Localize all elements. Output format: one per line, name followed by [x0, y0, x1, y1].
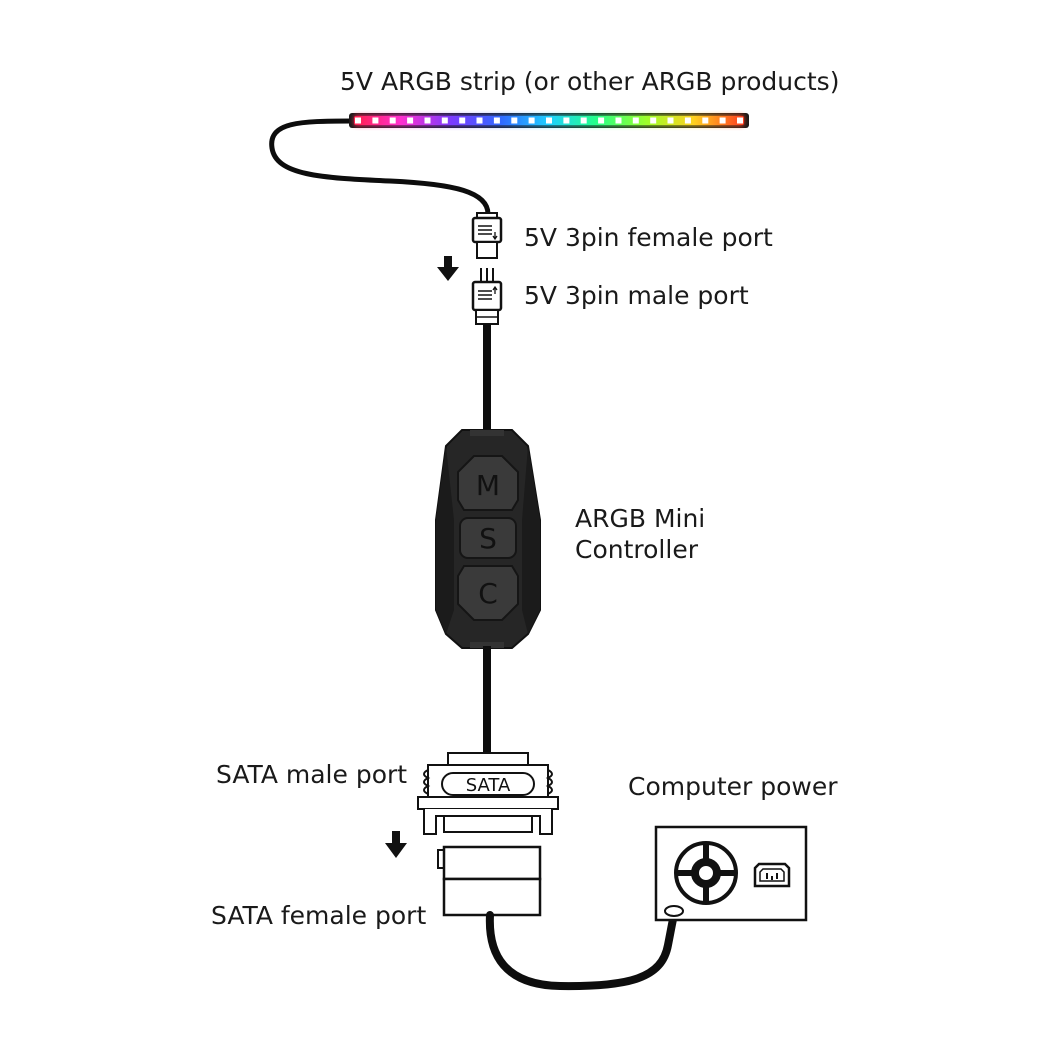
computer-power-supply	[654, 825, 808, 922]
led-chip	[355, 117, 361, 124]
cable-to-controller	[483, 324, 491, 434]
male-3pin-label: 5V 3pin male port	[524, 281, 749, 310]
cable-to-sata	[483, 646, 491, 756]
button-m[interactable]	[457, 455, 519, 511]
led-chip	[389, 117, 396, 124]
button-s[interactable]	[459, 517, 517, 559]
led-chip	[598, 117, 605, 124]
led-chip	[372, 117, 379, 124]
down-arrow-icon	[437, 256, 459, 281]
controller-label-line2: Controller	[575, 535, 698, 564]
male-3pin-connector	[471, 268, 503, 325]
led-chip	[632, 117, 639, 124]
button-c[interactable]	[457, 565, 519, 621]
argb-strip	[349, 113, 749, 128]
led-chip	[650, 117, 657, 124]
power-cable	[485, 906, 679, 991]
button-c-label: C	[478, 577, 498, 610]
led-chip	[615, 117, 622, 124]
led-chip	[493, 117, 500, 124]
strip-label: 5V ARGB strip (or other ARGB products)	[340, 67, 840, 96]
sata-male-label: SATA male port	[216, 760, 408, 789]
led-chip	[407, 117, 414, 124]
led-chip	[511, 117, 518, 124]
button-s-label: S	[479, 522, 497, 555]
power-socket-icon	[753, 862, 791, 888]
led-chip	[459, 117, 466, 124]
controller-label-line1: ARGB Mini	[575, 504, 706, 533]
computer-power-label: Computer power	[628, 772, 838, 801]
sata-label: SATA	[466, 775, 511, 796]
led-chip	[580, 117, 587, 124]
strip-cable	[269, 118, 491, 217]
sata-female-label: SATA female port	[211, 901, 427, 930]
led-chip	[563, 117, 570, 124]
led-chip	[546, 117, 552, 124]
female-3pin-connector	[471, 212, 503, 259]
controller-label: ARGB Mini Controller	[575, 503, 705, 565]
led-chip	[424, 117, 431, 124]
led-chip	[719, 117, 726, 124]
button-m-label: M	[476, 469, 500, 502]
led-chip	[667, 117, 674, 124]
led-chip	[476, 117, 483, 124]
led-chip	[737, 117, 743, 124]
down-arrow-icon	[385, 831, 407, 858]
led-chip	[702, 117, 709, 124]
led-dots	[355, 117, 743, 124]
female-3pin-label: 5V 3pin female port	[524, 223, 773, 252]
sata-male-connector: SATA	[417, 752, 559, 835]
power-knob-icon	[674, 841, 738, 905]
sata-female-connector	[437, 845, 542, 917]
led-chip	[528, 117, 535, 124]
led-chip	[684, 117, 691, 124]
argb-mini-controller: M S C	[435, 429, 541, 649]
led-chip	[441, 117, 448, 124]
